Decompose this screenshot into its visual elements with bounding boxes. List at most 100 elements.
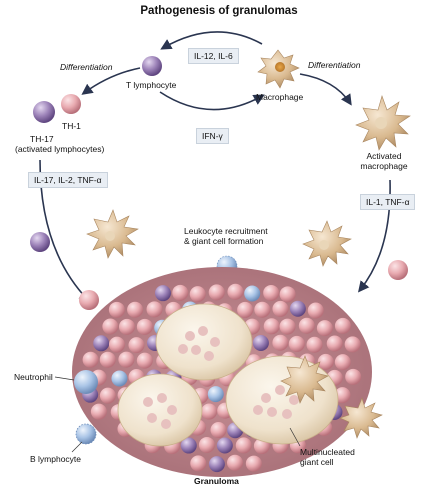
granuloma-lymphocyte [102,318,119,335]
label-differentiation-left: Differentiation [60,62,113,72]
granuloma-lymphocyte [189,286,206,303]
granuloma-lymphocyte [279,318,296,335]
giant-cell-leader [289,427,301,447]
granuloma-lymphocyte [317,353,334,370]
granuloma-lymphocyte [334,317,351,334]
granuloma-lymphocyte [272,300,289,317]
diagram-title: Pathogenesis of granulomas [140,5,298,17]
granuloma-lymphocyte [108,301,125,318]
granuloma-lymphocyte [216,437,233,454]
label-leukocyte-recruitment: Leukocyte recruitment [184,226,268,236]
label-giant-cell-formation: & giant cell formation [184,236,264,246]
cytokine-box-ifn-gamma: IFN-γ [196,128,229,144]
granuloma-lymphocyte [279,286,296,303]
granuloma-lymphocyte [288,335,305,352]
label-th1: TH-1 [62,121,81,131]
granuloma-lymphocyte [146,301,163,318]
granuloma-lymphocyte [272,334,289,351]
granuloma-lymphocyte [201,403,218,420]
granuloma-lymphocyte [111,370,128,387]
th17-cell [33,101,55,123]
granuloma-lymphocyte [136,352,153,369]
granuloma-lymphocyte [252,334,269,351]
granuloma-lymphocyte [210,422,227,439]
granuloma-lymphocyte [82,351,99,368]
embedded-macrophage-right [339,397,383,439]
granuloma-lymphocyte [289,300,306,317]
granuloma-lymphocyte [90,403,107,420]
floating-macrophage-left [86,209,139,259]
granuloma-lymphocyte [306,336,323,353]
granuloma-lymphocyte [93,335,110,352]
granuloma-lymphocyte [99,387,116,404]
th1-cell [61,94,81,114]
granuloma-lymphocyte [172,284,189,301]
granuloma-lymphocyte [344,336,361,353]
granuloma-lymphocyte [154,285,171,302]
granuloma-lymphocyte [198,436,215,453]
giant-cell-right [225,355,339,445]
granuloma-lymphocyte [127,301,144,318]
giant-cell-lower-left [117,373,203,447]
granuloma-lymphocyte [227,283,244,300]
floating-pink-left [79,290,99,310]
arrow-macrophage-to-t [160,31,263,50]
giant-cell-top [155,303,253,381]
neutrophil-leader [54,376,75,381]
granuloma-lymphocyte [245,455,262,472]
label-activated-lymphocytes: (activated lymphocytes) [15,144,105,154]
granuloma-lymphocyte [118,318,135,335]
label-activated: Activated [366,151,402,161]
neutrophil-cell [74,370,98,394]
label-granuloma: Granuloma [194,476,239,486]
granuloma-lymphocyte [326,335,343,352]
granuloma-lymphocyte [263,318,280,335]
granuloma-lymphocyte [190,455,207,472]
granuloma-lymphocyte [180,437,197,454]
granuloma-lymphocyte [345,368,362,385]
b-lymphocyte-leader [71,441,83,453]
granuloma-lymphocyte [334,387,351,404]
granuloma [72,267,383,477]
granuloma-lymphocyte [263,284,280,301]
granuloma-lymphocyte [207,386,224,403]
granuloma-lymphocyte [307,302,324,319]
macrophage-cell [257,49,300,89]
activated-macrophage-cell [355,95,411,151]
granuloma-lymphocyte [254,301,271,318]
label-multinucleated: Multinucleated [300,447,355,457]
granuloma-lymphocyte [237,301,254,318]
granuloma-lymphocyte [118,351,135,368]
b-lymphocyte-cell [75,423,97,445]
granuloma-lymphocyte [99,351,116,368]
granuloma-lymphocyte [334,354,351,371]
arrow-differentiation-left [81,67,141,95]
label-differentiation-right: Differentiation [308,60,361,70]
arrow-t-to-macrophage [159,91,265,111]
label-macrophage: Macrophage [256,92,304,102]
label-activated-macrophage: macrophage [360,161,408,171]
granuloma-lymphocyte [108,336,125,353]
t-lymphocyte-cell [142,56,162,76]
granuloma-lymphocyte [208,456,225,473]
granuloma-lymphocyte [136,318,153,335]
label-neutrophil: Neutrophil [14,372,53,382]
granuloma-lymphocyte [298,317,315,334]
granuloma-lymphocyte [244,285,261,302]
label-th17: TH-17 [30,134,54,144]
cytokine-box-il12-il6: IL-12, IL-6 [188,48,239,64]
cytokine-box-il1-tnf: IL-1, TNF-α [360,194,416,210]
cytokine-box-il17-il2-tnf: IL-17, IL-2, TNF-α [28,172,108,188]
label-t-lymphocyte: T lymphocyte [126,80,177,90]
granuloma-lymphocyte [128,337,145,354]
granuloma-lymphocyte [316,320,333,337]
label-giant-cell: giant cell [300,457,334,467]
label-b-lymphocyte: B lymphocyte [30,454,82,464]
embedded-macrophage [280,355,329,404]
granuloma-lymphocyte [208,284,225,301]
floating-purple-lymphocyte [30,232,50,252]
floating-macrophage-right [302,220,352,267]
granuloma-lymphocyte [235,437,252,454]
arrow-differentiation-right [299,73,352,106]
